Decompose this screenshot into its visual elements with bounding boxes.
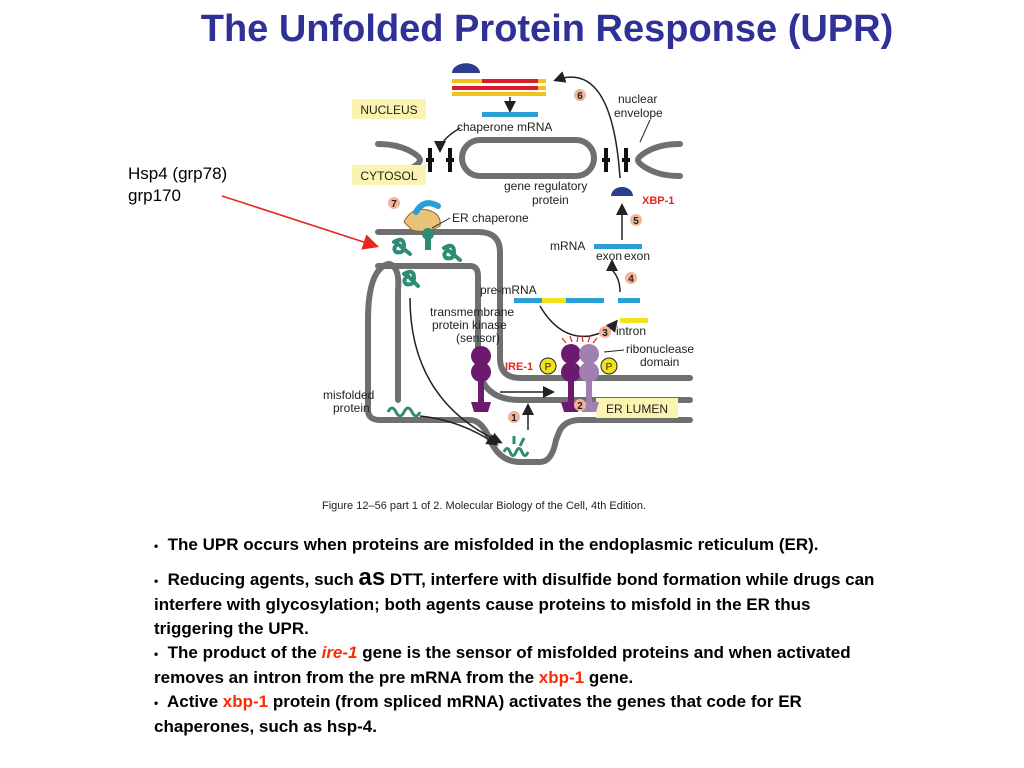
- misfolded-label-2: protein: [333, 401, 370, 415]
- svg-text:6: 6: [577, 91, 583, 102]
- exon-label-2: exon: [624, 249, 650, 263]
- bullet-2: • Reducing agents, such as DTT, interfer…: [154, 564, 875, 639]
- er-chaperone-label: ER chaperone: [452, 211, 529, 225]
- figure-caption: Figure 12–56 part 1 of 2. Molecular Biol…: [322, 500, 646, 512]
- exon-2-bar: [618, 244, 642, 249]
- bullet-4: • Active xbp-1 protein (from spliced mRN…: [154, 692, 802, 736]
- step-badge-3: 3: [599, 326, 611, 339]
- gene-regulatory-label-1: gene regulatory: [504, 179, 587, 193]
- svg-text:7: 7: [391, 199, 397, 210]
- misfolded-label-1: misfolded: [323, 388, 374, 402]
- exon-label-1: exon: [596, 249, 622, 263]
- svg-text:P: P: [606, 362, 613, 373]
- chaperone-folded-3: [402, 269, 420, 288]
- svg-text:2: 2: [577, 401, 583, 412]
- svg-text:3: 3: [602, 328, 608, 339]
- intron-label: intron: [616, 324, 646, 338]
- transmembrane-label-1: transmembrane: [430, 305, 514, 319]
- er-chaperone-complex: [403, 200, 441, 250]
- chaperone-mrna-label: chaperone mRNA: [457, 120, 552, 134]
- transmembrane-label-3: (sensor): [456, 331, 500, 345]
- nuclear-envelope-label-2: envelope: [614, 106, 663, 120]
- phospho-p2: P: [600, 357, 618, 375]
- nuclear-pores: [426, 148, 630, 172]
- hsp4-label-line1: Hsp4 (grp78): [128, 164, 228, 183]
- chaperone-gene-dna: [452, 63, 546, 96]
- xbp1-diagram-label: XBP-1: [642, 195, 674, 207]
- step-badge-5: 5: [630, 214, 642, 227]
- ire1-diagram-label: IRE-1: [505, 361, 533, 373]
- step-badge-6: 6: [574, 89, 586, 102]
- ire1-monomer: [471, 346, 491, 412]
- upr-diagram: NUCLEUS CYTOSOL ER LUMEN chaperone mRNA …: [221, 63, 694, 512]
- gene-regulatory-protein: [611, 187, 633, 196]
- pre-mrna-label: pre-mRNA: [480, 283, 537, 297]
- svg-text:P: P: [545, 362, 552, 373]
- step-badge-1: 1: [508, 411, 520, 424]
- step-badge-4: 4: [625, 272, 637, 285]
- ribonuclease-label-1: ribonuclease: [626, 342, 694, 356]
- svg-text:CYTOSOL: CYTOSOL: [360, 169, 417, 183]
- svg-text:NUCLEUS: NUCLEUS: [360, 103, 417, 117]
- bound-regulatory-protein: [452, 63, 480, 73]
- intron-bar: [620, 318, 648, 323]
- nucleus-label: NUCLEUS: [352, 99, 426, 119]
- chaperone-folded-1: [392, 237, 412, 256]
- er-lumen-label: ER LUMEN: [596, 398, 678, 418]
- chaperone-mrna-bar: [482, 112, 538, 117]
- cytosol-label: CYTOSOL: [352, 165, 426, 185]
- bullet-list: • The UPR occurs when proteins are misfo…: [154, 533, 894, 739]
- phospho-p1: P: [539, 357, 557, 375]
- slide-title: The Unfolded Protein Response (UPR): [200, 8, 894, 50]
- ribonuclease-label-2: domain: [640, 355, 679, 369]
- chaperone-folded-2: [442, 243, 462, 262]
- mrna-label: mRNA: [550, 239, 585, 253]
- svg-text:ER LUMEN: ER LUMEN: [606, 402, 668, 416]
- nuclear-envelope-label-1: nuclear: [618, 92, 657, 106]
- hsp4-label-line2: grp170: [128, 186, 181, 205]
- transmembrane-label-2: protein kinase: [432, 318, 507, 332]
- step-badge-2: 2: [574, 399, 586, 412]
- bullet-1: • The UPR occurs when proteins are misfo…: [154, 535, 819, 554]
- hsp4-label: Hsp4 (grp78) grp170: [128, 163, 227, 207]
- ire1-dimer: [561, 335, 599, 412]
- nuclear-envelope: [375, 137, 683, 179]
- hsp4-pointer-arrow: [221, 195, 380, 250]
- misfolded-protein-squiggle: [386, 406, 422, 418]
- bullet-3: • The product of the ire-1 gene is the s…: [154, 643, 851, 687]
- svg-text:1: 1: [511, 413, 517, 424]
- misfolded-cluster: [502, 436, 530, 457]
- exon-1-bar: [594, 244, 618, 249]
- svg-text:4: 4: [628, 274, 634, 285]
- gene-regulatory-label-2: protein: [532, 193, 569, 207]
- step-badge-7: 7: [388, 197, 400, 210]
- svg-text:5: 5: [633, 216, 639, 227]
